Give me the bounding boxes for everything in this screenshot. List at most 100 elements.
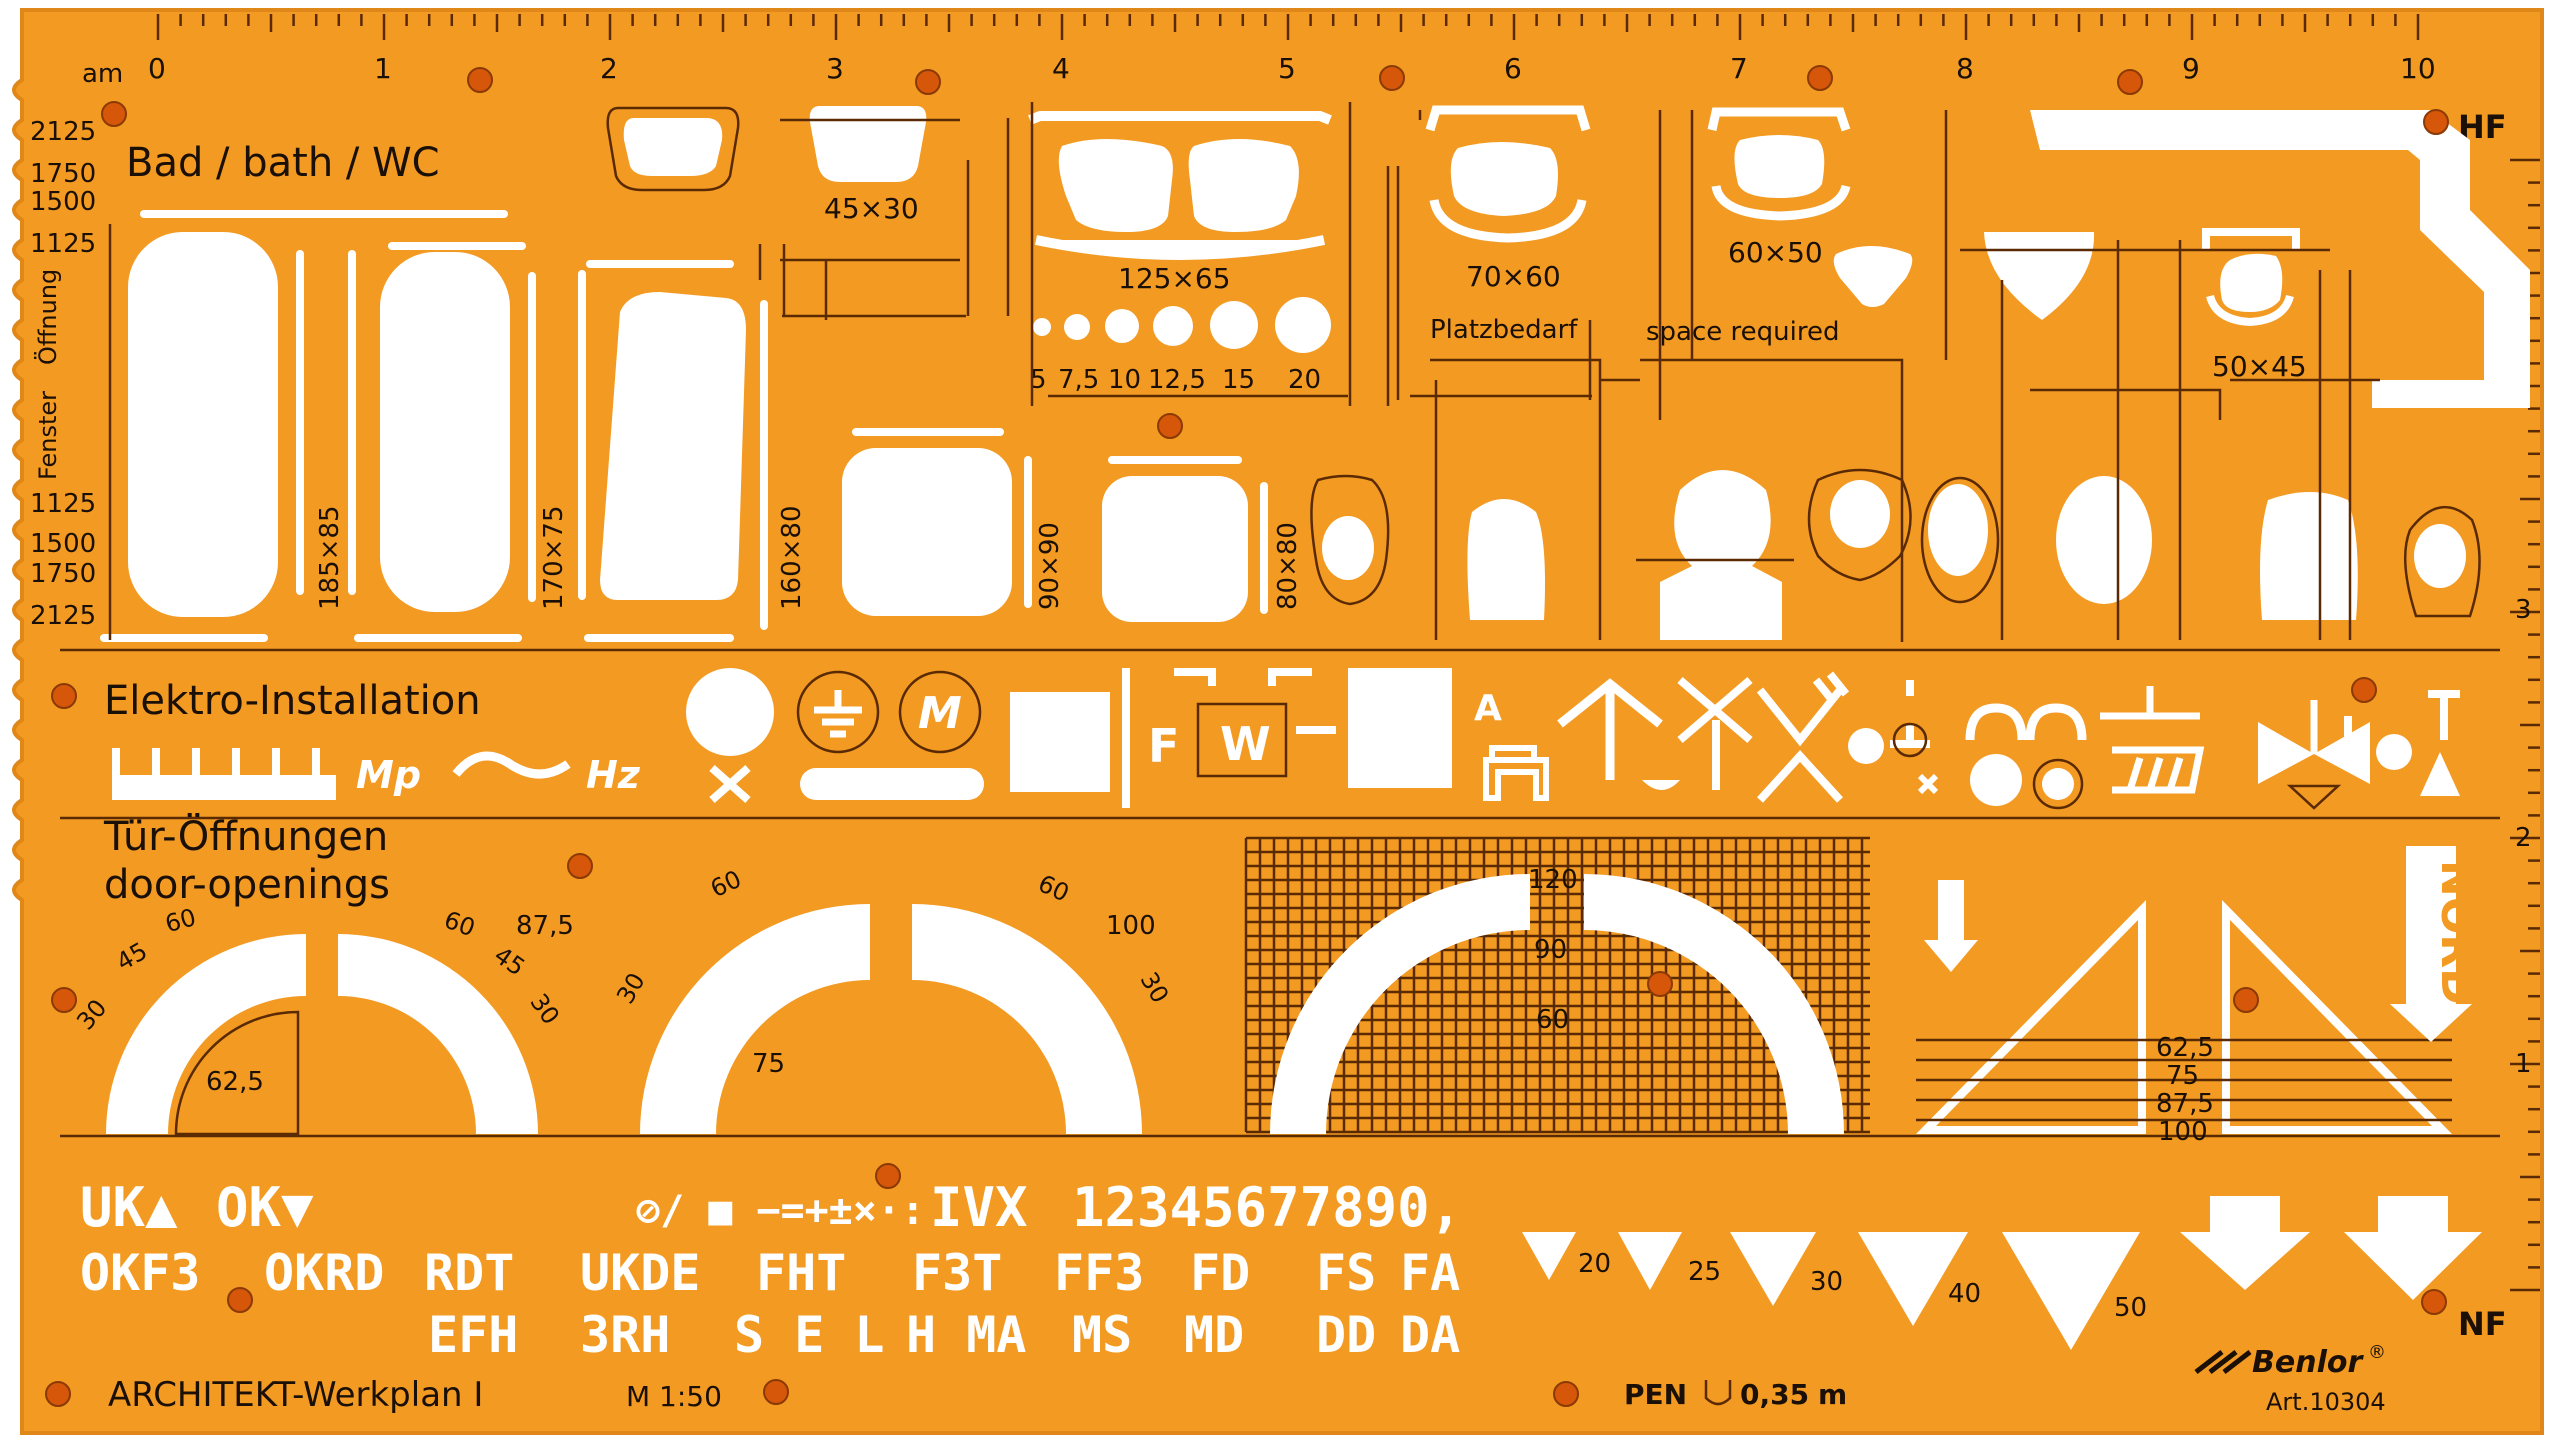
lettering-ff3: FF3: [1054, 1244, 1144, 1302]
stair-triangle-right-icon: [2222, 900, 2452, 1134]
stair-triangle-left-icon: [1916, 900, 2146, 1134]
earth-ring-icon: [796, 670, 880, 754]
dim-80x80: 80×80: [1273, 522, 1303, 610]
circle-7-5-icon: [1064, 314, 1090, 340]
left-scale-top-0: 2125: [30, 117, 96, 147]
tub-guide-slot: [388, 242, 526, 250]
ruler-unit-label: am: [82, 59, 123, 89]
registration-dot: [2351, 677, 2377, 703]
triangle-label-30: 30: [1810, 1267, 1843, 1297]
bar-slot-icon: [800, 768, 984, 800]
stair-label-100: 100: [2158, 1117, 2208, 1147]
footer-title: ARCHITEKT-Werkplan I: [108, 1375, 483, 1415]
registration-dot: [2423, 109, 2449, 135]
circle-label-20: 20: [1288, 365, 1321, 395]
double-basin-left-icon: [1058, 139, 1173, 232]
triangle-label-20: 20: [1578, 1249, 1611, 1279]
mp-symbol: Mp: [356, 753, 421, 797]
dim-185x85: 185×85: [315, 506, 345, 611]
lettering-rdt: RDT: [424, 1244, 514, 1302]
registration-dot: [45, 1381, 71, 1407]
level-triangle-50-icon: [2002, 1232, 2140, 1350]
earth-symbol-icon: [814, 690, 862, 738]
space-required-label: space required: [1646, 317, 1839, 347]
stair-label-75: 75: [2166, 1061, 2199, 1091]
door2-label-75: 75: [752, 1049, 785, 1079]
footer-pen-size: 0,35: [1740, 1378, 1809, 1411]
lettering-md: MD: [1184, 1306, 1244, 1364]
circle-12-5-icon: [1153, 306, 1193, 346]
lettering-symbols: ⊘/ ■ −=+±×·:: [636, 1188, 925, 1234]
vertical-slot: [1122, 668, 1130, 808]
tub-guide-slot: [586, 260, 734, 268]
right-scale-2: 2: [2515, 823, 2532, 853]
switch-symbol-icon: [1756, 671, 1850, 803]
bath-guide-lines: [108, 102, 2380, 642]
door1-label-62-5: 62,5: [206, 1067, 264, 1097]
circle-15-icon: [1210, 301, 1258, 349]
dim-50x45: 50×45: [2212, 350, 2307, 383]
lettering-da: DA: [1400, 1306, 1460, 1364]
lettering-hma: H MA: [906, 1306, 1026, 1364]
registration-dot: [875, 1163, 901, 1189]
bathtub-170x75-icon: [380, 252, 510, 612]
registration-dots: [45, 65, 2449, 1407]
ruler-tick-5: 5: [1278, 52, 1296, 85]
basin-70x60-icon: [1450, 142, 1558, 216]
door2-opening-right-icon: [912, 904, 1142, 1134]
ruler-tick-7: 7: [1730, 52, 1748, 85]
lettering-ok: OK▼: [216, 1176, 314, 1239]
ring-outline: [2032, 758, 2084, 810]
door-title-de: Tür-Öffnungen: [103, 812, 388, 860]
lettering-uk: UK▲: [80, 1176, 178, 1239]
footer-scale: M 1:50: [626, 1380, 722, 1413]
left-scale-top-1: 1750: [30, 159, 96, 189]
level-triangle-40-icon: [1858, 1232, 1968, 1326]
lettering-dd: DD: [1316, 1306, 1376, 1364]
brand-logo-icon: [2194, 1350, 2252, 1374]
lamp-circle-icon: [686, 668, 774, 756]
brand-registered: ®: [2368, 1342, 2386, 1363]
valve-base: [2286, 784, 2342, 810]
footer-pen-label: PEN: [1624, 1378, 1687, 1411]
left-scale: 2125 1750 1500 1125 Fenster Öffnung 1125…: [30, 117, 96, 631]
circle-5-icon: [1033, 318, 1051, 336]
registration-dot: [915, 69, 941, 95]
small-basin-icon: [623, 118, 723, 176]
registration-dot: [1807, 65, 1833, 91]
lettering-okrd: OKRD: [264, 1244, 384, 1302]
dim-160x80: 160×80: [777, 506, 807, 611]
ruler-tick-9: 9: [2182, 52, 2200, 85]
door-opening-left-icon: [106, 934, 306, 1134]
registration-dot: [51, 987, 77, 1013]
urinal-icon: [2414, 524, 2466, 588]
level-triangle-30-icon: [1730, 1232, 1816, 1306]
right-scale-3: 3: [2515, 595, 2532, 625]
bidet-outline: [1310, 474, 1390, 606]
dim-60x50: 60×50: [1728, 236, 1823, 269]
level-triangle-20-icon: [1522, 1232, 1576, 1280]
lettering-sel: S E L: [734, 1306, 885, 1364]
door3-label-120: 120: [1528, 865, 1578, 895]
triangle-symbol-icon: [2420, 752, 2460, 796]
elektro-title: Elektro-Installation: [104, 678, 481, 724]
registration-dot: [227, 1287, 253, 1313]
shower-guide-slot: [1024, 456, 1032, 608]
w-frame-top: [1174, 668, 1312, 686]
basin-70x60-frame: [1425, 105, 1591, 243]
circle-label-10: 10: [1108, 365, 1141, 395]
ruler-tick-3: 3: [826, 52, 844, 85]
platzbedarf-label: Platzbedarf: [1430, 315, 1578, 345]
level-triangle-25-icon: [1618, 1232, 1682, 1290]
left-scale-bottom-3: 2125: [30, 601, 96, 631]
pen-nib-icon: [1704, 1380, 1732, 1406]
registration-dot: [1157, 413, 1183, 439]
tub-guide-slot: [354, 634, 522, 642]
left-scale-top-3: 1125: [30, 229, 96, 259]
wc-top-view-icon: [1830, 480, 1890, 548]
dim-70x60: 70×60: [1466, 260, 1561, 293]
stair-label-62-5: 62,5: [2156, 1033, 2214, 1063]
dim-125x65: 125×65: [1118, 262, 1231, 295]
wc-outline: [1807, 468, 1912, 582]
